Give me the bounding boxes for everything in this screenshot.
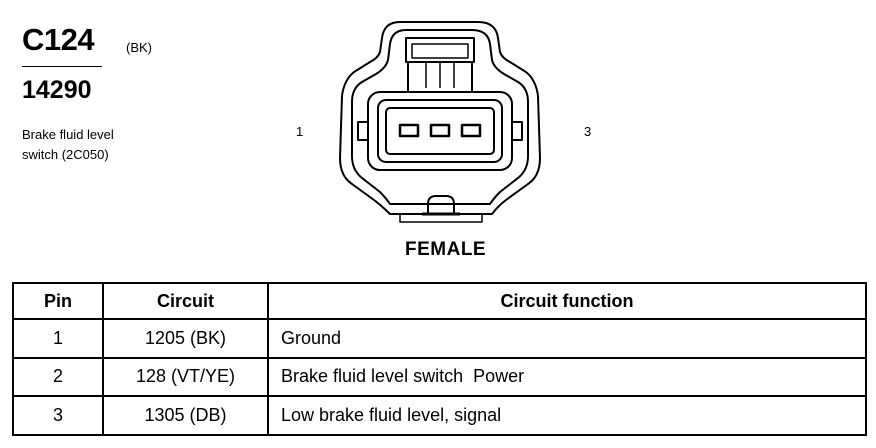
connector-description: Brake fluid level switch (2C050): [22, 125, 114, 165]
connector-outer-housing: [339, 21, 541, 215]
side-key-left: [357, 121, 368, 141]
cell-circuit: 1305 (DB): [102, 395, 269, 436]
table-row: 2 128 (VT/YE) Brake fluid level switch P…: [12, 356, 867, 398]
connector-id: C124: [22, 22, 95, 57]
pin-socket-1: [398, 123, 420, 138]
cell-pin: 2: [12, 356, 104, 398]
side-key-right: [512, 121, 523, 141]
table-row: 1 1205 (BK) Ground: [12, 318, 867, 359]
terminal-cavity-outer: [367, 91, 513, 171]
cell-circuit: 128 (VT/YE): [102, 356, 269, 398]
cell-function: Low brake fluid level, signal: [267, 395, 867, 436]
cell-function: Brake fluid level switch Power: [267, 356, 867, 398]
connector-inner-housing: [351, 29, 529, 205]
pin-label-right: 3: [584, 124, 592, 139]
description-line-1: Brake fluid level: [22, 127, 114, 142]
locking-tab-inner: [411, 43, 469, 59]
connector-color-code: (BK): [126, 40, 152, 55]
cell-pin: 1: [12, 318, 104, 359]
terminal-cavity-inner: [385, 107, 495, 155]
header-circuit: Circuit: [102, 282, 269, 320]
pin-socket-2: [429, 123, 451, 138]
table-row: 3 1305 (DB) Low brake fluid level, signa…: [12, 395, 867, 436]
bottom-latch-base: [399, 213, 483, 223]
table-header-row: Pin Circuit Circuit function: [12, 282, 867, 320]
description-line-2: switch (2C050): [22, 147, 109, 162]
header-circuit-function: Circuit function: [267, 282, 867, 320]
header-pin: Pin: [12, 282, 104, 320]
title-divider: [22, 66, 102, 67]
cell-pin: 3: [12, 395, 104, 436]
cell-function: Ground: [267, 318, 867, 359]
terminal-cavity-frame: [377, 99, 503, 163]
part-number: 14290: [22, 76, 92, 104]
connector-gender-label: FEMALE: [405, 239, 487, 260]
bottom-latch: [427, 195, 455, 214]
cell-circuit: 1205 (BK): [102, 318, 269, 359]
connector-face-diagram: [339, 21, 541, 223]
pinout-table: Pin Circuit Circuit function 1 1205 (BK)…: [12, 282, 867, 436]
pin-socket-3: [460, 123, 482, 138]
pin-label-left: 1: [296, 124, 304, 139]
